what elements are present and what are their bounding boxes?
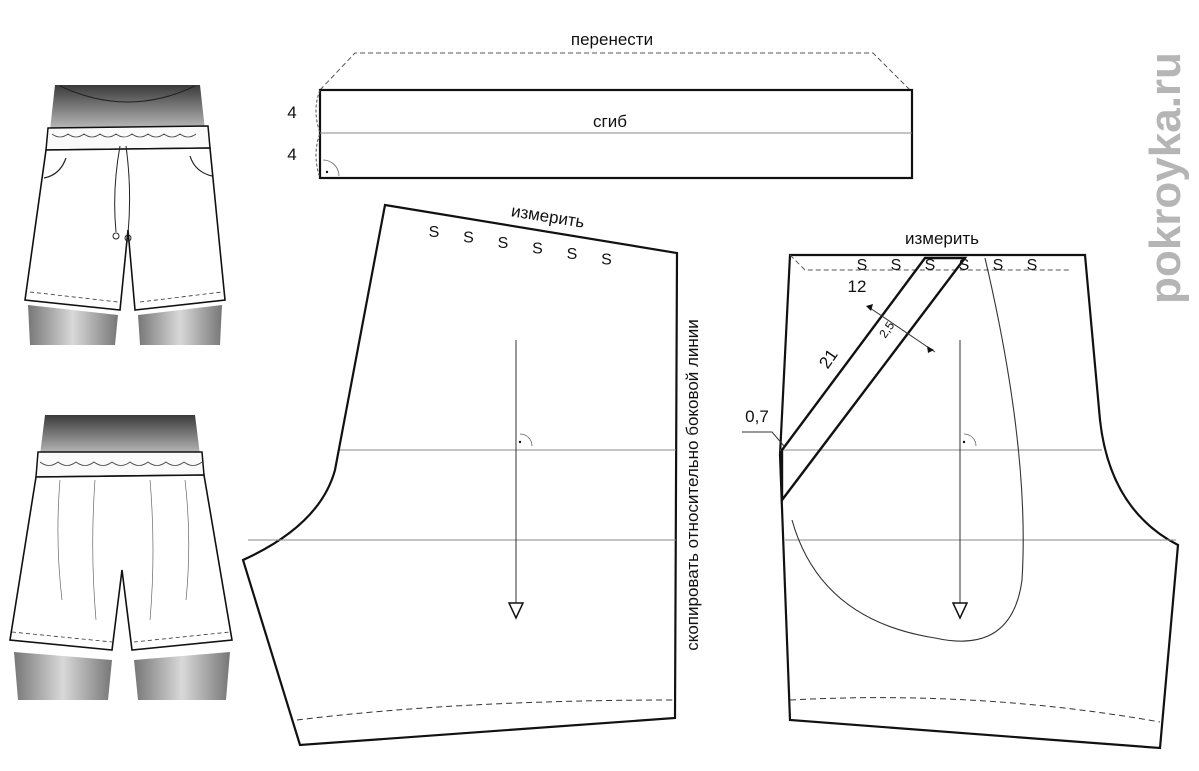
back-measure-label: измерить [905,229,979,248]
pocket-width-measure [869,307,936,353]
gather-mark: S [891,257,902,274]
waistband-height-bottom: 4 [287,145,296,164]
right-angle-mark [322,159,340,177]
pocket-bag-outline [791,257,1024,642]
gather-mark: S [857,257,868,274]
pocket-opening-strip [780,256,968,504]
gather-mark: S [601,252,612,269]
pocket-dim-0-7-leader [742,431,785,447]
gather-mark: S [532,241,543,258]
pocket-dim-2-5: 2,5 [876,319,897,341]
gather-mark: S [567,246,578,263]
front-view-sketch [24,85,226,345]
transfer-dashed-outline [319,52,911,91]
right-angle-dot [325,170,329,174]
gather-mark: S [925,257,936,274]
gather-mark: S [498,235,509,252]
grain-angle-dot-front [518,440,522,444]
gather-mark: S [993,257,1004,274]
waistband-outline [318,88,914,180]
waistband-pattern: перенести сгиб 4 4 [287,30,914,180]
waistband-height-top: 4 [287,103,296,122]
pocket-dim-0-7: 0,7 [745,407,769,426]
back-piece-outline [778,253,1180,750]
hem-line-back [789,697,1161,723]
grain-angle-mark-back [963,433,977,447]
gather-mark: S [463,230,474,247]
watermark-text: pokroyka.ru [1141,52,1190,304]
back-view-sketch [9,415,233,700]
waistband-height-bracket [315,89,321,179]
back-shorts-pattern: 12 2,5 21 0,7 измерить S S S S S S [742,229,1180,750]
pocket-width-arrow-a [866,304,873,311]
grain-angle-dot-back [962,440,966,444]
gather-mark: S [429,224,440,241]
transfer-label: перенести [571,30,653,49]
grainline-arrow-front [507,602,525,620]
pocket-dim-21: 21 [815,346,841,372]
fold-label: сгиб [593,112,627,131]
grainline-arrow-back [951,602,969,620]
hem-line-front [296,699,676,721]
side-copy-label: скопировать относительно боковой линии [683,319,702,651]
gather-mark: S [959,257,970,274]
front-gather-marks: S S S S S S [429,224,612,269]
grain-angle-mark-front [519,433,533,447]
gather-mark: S [1027,257,1038,274]
front-piece-outline [241,203,679,747]
pocket-width-arrow-b [927,346,934,353]
pocket-dim-12: 12 [848,277,867,296]
